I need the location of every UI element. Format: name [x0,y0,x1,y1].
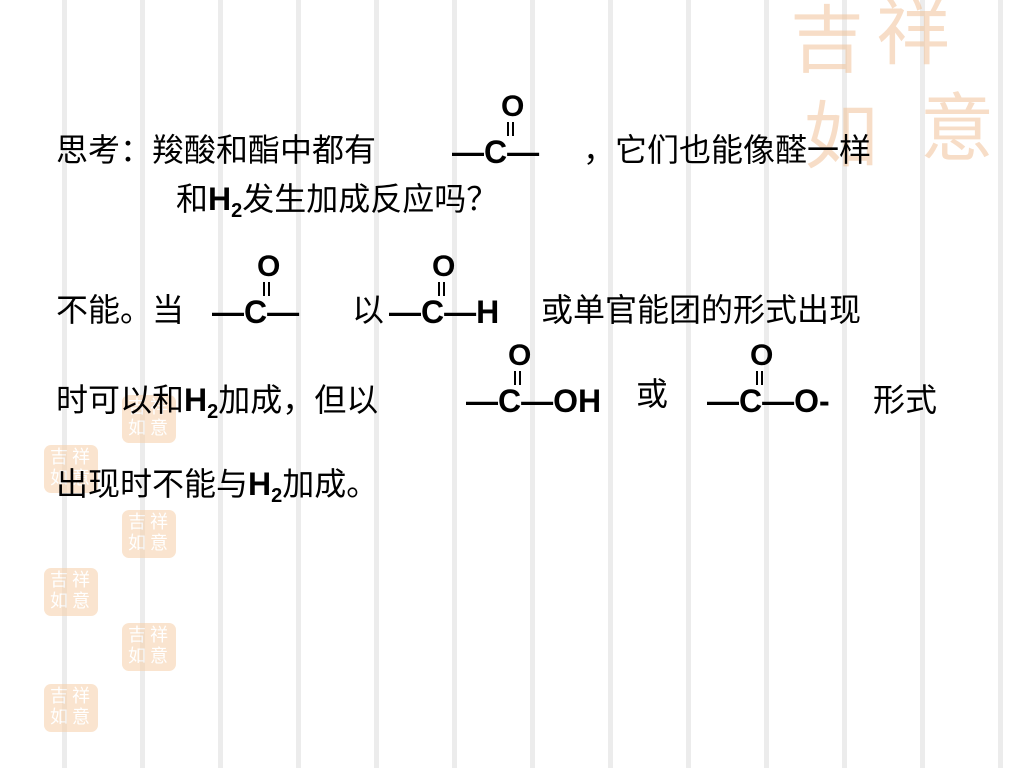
double-bond [438,282,445,296]
aldehyde-group: O —C—H [389,252,539,332]
hydrogen-formula: H2 [248,466,283,507]
answer-text-form: 形式 [873,381,938,419]
carbonyl-group: O —C— [452,92,572,172]
oxygen-atom: O [501,90,525,123]
answer-text-end: 或单官能团的形式出现 [541,291,862,329]
oxygen-atom: O [750,339,774,372]
watermark-logo: 吉 祥 如 意 [780,0,1024,230]
ketone-group: O —C— [212,252,332,332]
question-text-end: ，它们也能像醛一样 [583,131,872,169]
watermark-char: 如 [804,94,878,180]
seal-stamp: 吉祥 如意 [122,395,176,443]
ester-group: O —C—O- [707,341,867,421]
carbon-chain: —C— [212,294,300,330]
watermark-char: 意 [920,86,994,172]
watermark-char: 祥 [876,0,950,76]
oxygen-atom: O [257,250,281,283]
question-text-start: 思考：羧酸和酯中都有 [56,131,377,169]
hydrogen-formula: H2 [184,382,219,423]
double-bond [507,122,514,136]
carboxyl-group: O —C—OH [466,341,636,421]
carbon-chain: —C—O- [707,383,830,419]
seal-stamp: 吉祥 如意 [44,445,98,493]
seal-stamp: 吉祥 如意 [122,510,176,558]
carbon-chain: —C— [452,134,540,170]
question-text-line2: 和H2发生加成反应吗？ [176,180,499,222]
answer-text-start: 不能。当 [56,291,185,329]
carbon-chain: —C—OH [466,383,602,419]
hydrogen-formula: H2 [208,181,243,222]
oxygen-atom: O [432,250,456,283]
double-bond [756,371,763,385]
double-bond [263,282,270,296]
answer-text-line5: 出现时不能与H2加成。 [56,465,379,507]
carbon-chain: —C—H [389,294,500,330]
answer-text-or2: 或 [636,375,669,413]
answer-text-line4: 时可以和H2加成，但以 [56,381,379,423]
double-bond [514,371,521,385]
seal-stamp: 吉祥 如意 [44,684,98,732]
oxygen-atom: O [508,339,532,372]
answer-text-or: 以 [352,291,385,329]
seal-stamp: 吉祥 如意 [122,623,176,671]
seal-stamp: 吉祥 如意 [44,568,98,616]
watermark-char: 吉 [790,0,864,84]
